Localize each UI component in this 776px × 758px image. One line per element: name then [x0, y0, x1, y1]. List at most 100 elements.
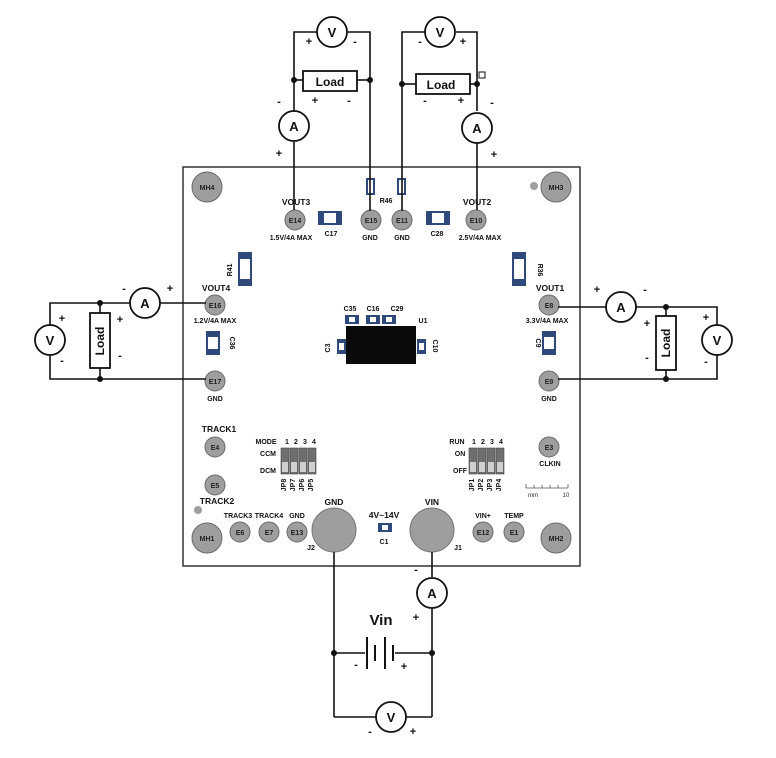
j2-ref: J2 — [307, 545, 315, 552]
battery-vin: Vin - + — [354, 612, 407, 673]
svg-text:+: + — [276, 148, 282, 160]
svg-text:-: - — [490, 97, 494, 109]
svg-text:E13: E13 — [291, 530, 304, 537]
svg-text:MH3: MH3 — [549, 185, 564, 192]
pad-e8: E8 — [538, 294, 560, 316]
battery-label: Vin — [369, 612, 392, 629]
svg-text:-: - — [418, 36, 422, 48]
pad-e5: E5 — [204, 474, 226, 496]
svg-text:JP5: JP5 — [308, 479, 315, 492]
vout2-rating: 2.5V/4A MAX — [459, 235, 502, 242]
svg-text:E15: E15 — [365, 218, 378, 225]
mounting-hole-mh1: MH1 — [191, 506, 223, 554]
svg-text:+: + — [167, 283, 173, 295]
svg-text:JP7: JP7 — [290, 479, 297, 492]
svg-text:E3: E3 — [545, 445, 554, 452]
pad-e3: E3 — [538, 436, 560, 458]
svg-text:JP3: JP3 — [487, 479, 494, 492]
svg-text:4: 4 — [312, 439, 316, 446]
svg-text:C29: C29 — [391, 306, 404, 313]
svg-text:-: - — [704, 356, 708, 368]
svg-text:A: A — [616, 300, 626, 315]
ammeter-vout3: A - + — [276, 96, 310, 160]
svg-text:+: + — [458, 95, 464, 107]
svg-text:E14: E14 — [289, 218, 302, 225]
voltmeter-vout4: V + - — [34, 313, 66, 367]
svg-text:C1: C1 — [380, 539, 389, 546]
svg-text:E4: E4 — [211, 445, 220, 452]
svg-text:MH1: MH1 — [200, 536, 215, 543]
resistor-r36: R36 — [512, 252, 543, 286]
capacitor-c9: C9 — [534, 331, 556, 355]
svg-text:JP4: JP4 — [496, 479, 503, 492]
svg-text:E12: E12 — [477, 530, 490, 537]
svg-text:CCM: CCM — [260, 451, 276, 458]
svg-text:-: - — [354, 659, 358, 671]
svg-text:RUN: RUN — [449, 439, 464, 446]
svg-text:V: V — [328, 25, 337, 40]
svg-text:-: - — [347, 95, 351, 107]
capacitor-c16: C16 — [366, 306, 380, 324]
voltmeter-vout2: V - + — [418, 16, 466, 48]
svg-text:DCM: DCM — [260, 468, 276, 475]
ruler-scale: mm 10 — [525, 484, 570, 499]
pad-e17: E17 — [204, 370, 226, 392]
mode-dip-switch[interactable]: MODE 1 2 3 4 CCM DCM JP8 JP7 JP6 JP5 — [256, 439, 317, 491]
svg-text:MH4: MH4 — [200, 185, 215, 192]
svg-text:3: 3 — [490, 439, 494, 446]
svg-text:Load: Load — [316, 75, 345, 89]
track1-label: TRACK1 — [202, 424, 237, 434]
svg-text:JP6: JP6 — [299, 479, 306, 492]
svg-text:E16: E16 — [209, 303, 222, 310]
capacitor-c17: C17 — [318, 211, 342, 238]
svg-text:+: + — [117, 314, 123, 326]
connector-j2 — [311, 507, 357, 553]
capacitor-c10: C10 — [417, 339, 438, 354]
pad-e11: E11 — [391, 209, 413, 231]
svg-text:E17: E17 — [209, 379, 222, 386]
svg-text:-: - — [368, 726, 372, 738]
capacitor-c3: C3 — [325, 339, 346, 354]
e9-gnd-label: GND — [541, 396, 557, 403]
svg-text:C9: C9 — [534, 339, 541, 348]
pad-e1: E1 — [503, 521, 525, 543]
svg-text:JP8: JP8 — [281, 479, 288, 492]
svg-text:A: A — [472, 121, 482, 136]
input-supply-measurement: A - + Vin - + V - + — [331, 552, 448, 738]
pad-e9: E9 — [538, 370, 560, 392]
svg-text:ON: ON — [455, 451, 466, 458]
svg-text:A: A — [140, 296, 150, 311]
svg-text:Load: Load — [427, 78, 456, 92]
svg-text:R46: R46 — [380, 198, 393, 205]
svg-text:1: 1 — [472, 439, 476, 446]
evaluation-board — [182, 166, 581, 567]
svg-text:-: - — [118, 350, 122, 362]
svg-text:C16: C16 — [367, 306, 380, 313]
load-vout4: Load + - — [89, 312, 123, 369]
run-dip-switch[interactable]: RUN 1 2 3 4 ON OFF JP1 JP2 JP3 JP4 — [449, 439, 505, 492]
pad-e7: E7 — [258, 521, 280, 543]
capacitor-c36: C36 — [206, 331, 235, 355]
capacitor-c29: C29 — [382, 306, 404, 324]
svg-text:C28: C28 — [431, 231, 444, 238]
capacitor-c35: C35 — [344, 306, 359, 324]
ammeter-vout2: A - + — [461, 97, 497, 161]
svg-text:C35: C35 — [344, 306, 357, 313]
pad-e12: E12 — [472, 521, 494, 543]
svg-text:-: - — [423, 95, 427, 107]
svg-text:V: V — [46, 333, 55, 348]
e15-gnd-label: GND — [362, 235, 378, 242]
svg-text:JP2: JP2 — [478, 479, 485, 492]
voltmeter-vout3: V + - — [306, 16, 357, 48]
ammeter-vout4: A - + — [122, 283, 173, 319]
svg-text:Load: Load — [93, 327, 107, 356]
svg-text:-: - — [277, 96, 281, 108]
ammeter-vout1: A + - — [594, 284, 647, 323]
pad-e6: E6 — [229, 521, 251, 543]
svg-text:-: - — [60, 355, 64, 367]
svg-text:V: V — [387, 710, 396, 725]
track2-label: TRACK2 — [200, 496, 235, 506]
vout1-measurement: A + - V + - Load + - — [558, 284, 733, 382]
j1-vin-label: VIN — [425, 497, 439, 507]
